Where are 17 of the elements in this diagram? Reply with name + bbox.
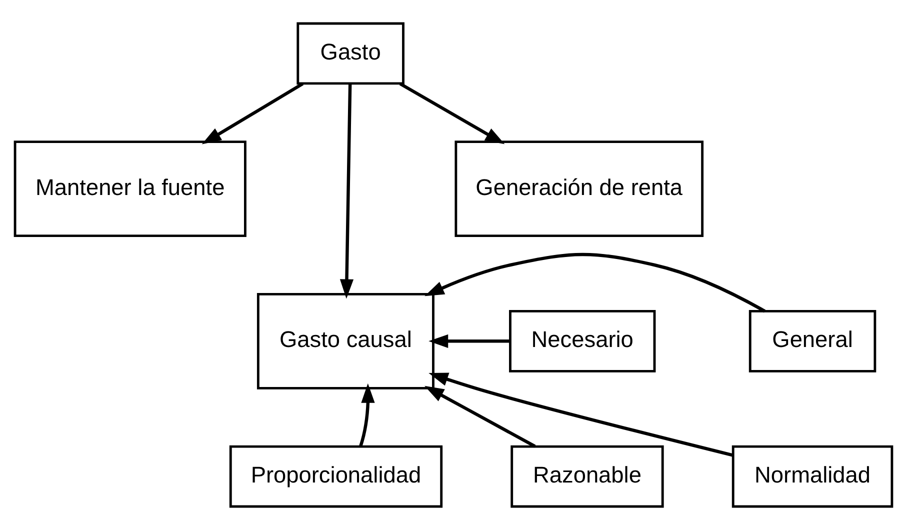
arrow <box>424 385 536 448</box>
node-box: Generación de renta <box>454 140 704 237</box>
arrow <box>428 372 734 456</box>
arrow <box>359 382 375 446</box>
node-box: Normalidad <box>732 444 894 508</box>
node-box: Mantener la fuente <box>14 140 246 237</box>
arrow <box>399 82 505 144</box>
arrow <box>340 83 354 298</box>
node-box: Razonable <box>510 444 664 508</box>
node-box: Necesario <box>509 309 656 372</box>
arrow <box>424 252 766 312</box>
node-box: Gasto <box>296 22 404 84</box>
arrow <box>428 334 510 348</box>
node-box: Proporcionalidad <box>229 444 443 508</box>
node-box: General <box>748 309 876 372</box>
node-box: Gasto causal <box>256 292 434 389</box>
arrow <box>202 82 304 144</box>
